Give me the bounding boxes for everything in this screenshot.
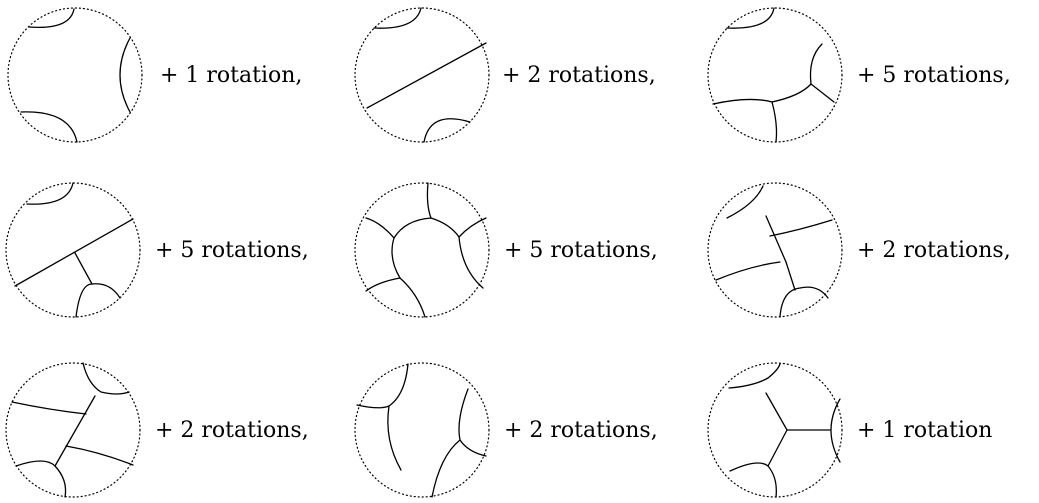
- diagram-1: + 1 rotation,: [7, 7, 302, 143]
- diagram-3: + 5 rotations,: [707, 7, 1011, 143]
- boundary-circle: [707, 182, 843, 318]
- diagram-5: + 5 rotations,: [354, 182, 658, 318]
- arc-strand: [431, 439, 487, 498]
- arc-strand: [26, 182, 74, 205]
- arc-strand: [82, 362, 130, 395]
- arc-strand: [729, 462, 777, 498]
- web-edge: [765, 215, 787, 263]
- web-edge: [771, 83, 812, 103]
- diagram-7: + 2 rotations,: [5, 362, 309, 498]
- chord-strand: [14, 218, 134, 287]
- web-edge: [430, 217, 460, 238]
- rotation-caption: + 1 rotation,: [160, 63, 302, 88]
- boundary-circle: [354, 362, 490, 498]
- rotation-caption: + 5 rotations,: [504, 238, 658, 263]
- chord-strand: [366, 42, 487, 109]
- web-edge: [365, 277, 401, 292]
- arc-strand: [830, 398, 841, 463]
- web-edge: [65, 445, 134, 466]
- web-edge: [391, 237, 401, 279]
- web-edge: [426, 182, 432, 219]
- web-edge: [771, 101, 778, 143]
- web-edge: [11, 401, 87, 415]
- arc-strand: [20, 111, 78, 143]
- boundary-circle: [354, 7, 490, 143]
- arc-strand: [28, 8, 75, 29]
- web-edge: [387, 405, 402, 471]
- web-edge: [765, 392, 788, 431]
- arc-strand: [728, 363, 781, 389]
- boundary-circle: [354, 182, 490, 318]
- web-edge: [767, 429, 788, 467]
- web-edge: [365, 217, 395, 239]
- rotation-caption: + 2 rotations,: [857, 238, 1011, 263]
- diagram-6: + 2 rotations,: [707, 182, 1011, 318]
- web-edge: [458, 217, 487, 238]
- rotation-caption: + 2 rotations,: [155, 418, 309, 443]
- rotation-caption: + 1 rotation: [857, 418, 992, 443]
- web-edge: [458, 388, 469, 441]
- web-edge: [712, 98, 773, 105]
- rotation-caption: + 2 rotations,: [504, 418, 658, 443]
- web-edge: [785, 261, 796, 291]
- arc-strand: [15, 460, 67, 498]
- rotation-caption: + 5 rotations,: [155, 238, 309, 263]
- boundary-circle: [707, 362, 843, 498]
- rotation-caption: + 5 rotations,: [857, 63, 1011, 88]
- web-edge: [809, 43, 823, 85]
- boundary-circle: [7, 7, 143, 143]
- arc-strand: [779, 286, 829, 318]
- arc-strand: [75, 283, 121, 318]
- web-edge: [399, 277, 426, 318]
- arc-strand: [119, 37, 131, 113]
- diagram-9: + 1 rotation: [707, 362, 992, 498]
- arc-strand: [726, 185, 764, 219]
- diagram-4: + 5 rotations,: [5, 182, 309, 318]
- arc-strand: [373, 7, 422, 29]
- web-edge: [393, 217, 432, 239]
- web-edge: [769, 219, 833, 237]
- web-edge: [810, 83, 835, 103]
- arc-strand: [356, 363, 409, 409]
- boundary-circle: [5, 362, 141, 498]
- web-edge: [458, 236, 484, 289]
- diagram-8: + 2 rotations,: [354, 362, 658, 498]
- web-edge: [74, 252, 93, 285]
- web-edge: [715, 261, 781, 281]
- web-edge: [54, 395, 96, 467]
- diagram-2: + 2 rotations,: [354, 7, 656, 143]
- arc-strand: [726, 7, 775, 29]
- arc-strand: [423, 118, 471, 143]
- rotation-caption: + 2 rotations,: [502, 63, 656, 88]
- boundary-circle: [5, 182, 141, 318]
- boundary-circle: [707, 7, 843, 143]
